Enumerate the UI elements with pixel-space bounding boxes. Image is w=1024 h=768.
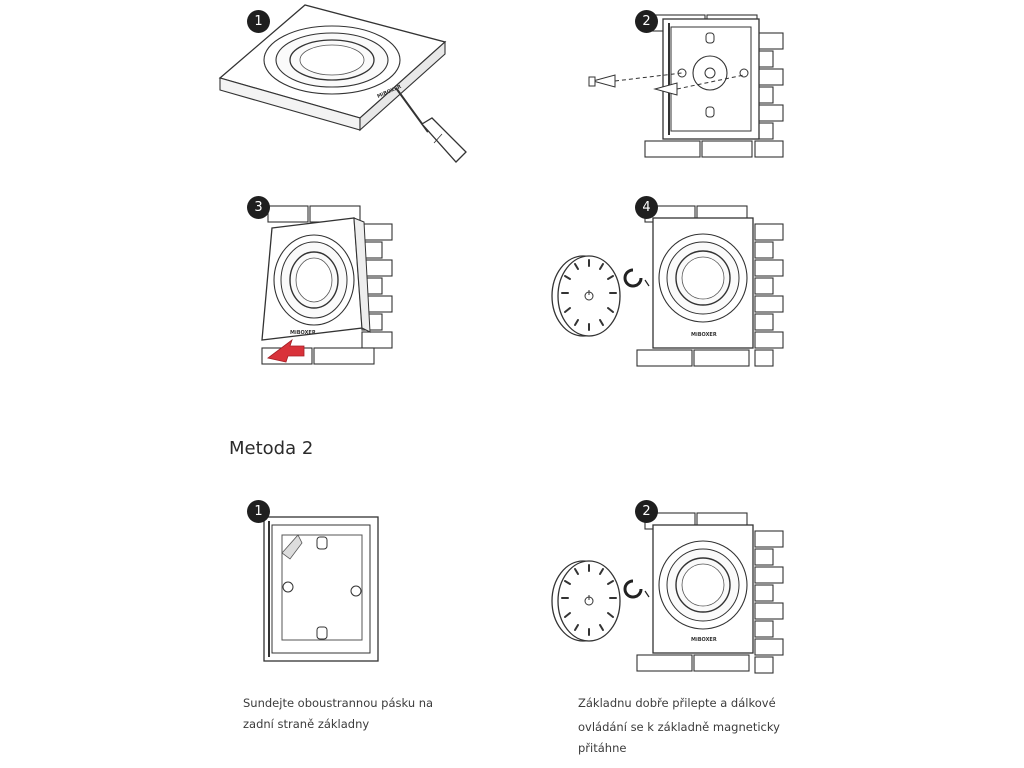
method-2-step-1-caption: Sundejte oboustrannou pásku na zadní str…: [243, 693, 433, 735]
method-2-heading: Metoda 2: [229, 438, 314, 459]
step-badge-2: 2: [635, 10, 658, 33]
magnet-icon: [623, 268, 650, 288]
knob-remote-icon: [551, 560, 621, 642]
magnet-icon: [623, 579, 650, 599]
knob-remote-icon: [551, 255, 621, 337]
step-badge-4: 4: [635, 196, 658, 219]
brand-label: MiBOXER: [290, 330, 316, 336]
magnetic-attach-figure: MiBOXER: [545, 198, 790, 370]
adhere-base-figure: MiBOXER: [545, 505, 790, 677]
mounting-screws-figure: [585, 5, 790, 165]
tape-removal-figure: [262, 515, 382, 663]
caption-2-line-3: přitáhne: [578, 741, 627, 755]
step-badge-3: 3: [247, 196, 270, 219]
brick-wall-icon: [636, 512, 784, 674]
step-badge-1: 1: [247, 10, 270, 33]
step-badge-m2-1: 1: [247, 500, 270, 523]
brand-label: MiBOXER: [691, 637, 717, 643]
panel-install-figure: MiBOXER: [242, 198, 402, 370]
caption-1-line-2: zadní straně základny: [243, 717, 370, 731]
step-badge-m2-2: 2: [635, 500, 658, 523]
brand-label: MiBOXER: [691, 332, 717, 338]
method-2-step-2-caption: Základnu dobře přilepte a dálkové ovládá…: [578, 693, 780, 759]
screwdriver-icon: [395, 87, 467, 163]
caption-1-line-1: Sundejte oboustrannou pásku na: [243, 696, 434, 710]
screw-icon: [588, 72, 745, 96]
panel-removal-figure: MiBOXER: [210, 0, 470, 170]
push-arrow-icon: [267, 338, 305, 363]
caption-2-line-1: Základnu dobře přilepte a dálkové: [578, 696, 776, 710]
caption-2-line-2: ovládání se k základně magneticky: [578, 720, 780, 734]
